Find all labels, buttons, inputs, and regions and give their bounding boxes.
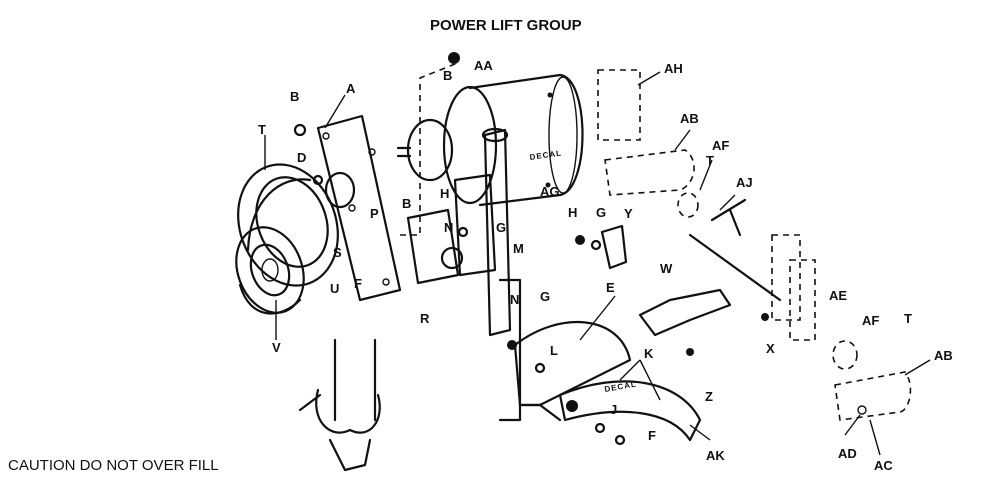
label-g2: G <box>596 205 606 220</box>
part-labels: AA AH A T B B AB AF T AJ D AG H P B N H … <box>258 58 953 473</box>
label-b3: B <box>402 196 411 211</box>
label-ak: AK <box>706 448 725 463</box>
label-a: A <box>346 81 356 96</box>
support-arm <box>498 278 522 422</box>
label-d: D <box>297 150 306 165</box>
label-s: S <box>333 245 342 260</box>
decal-motor: DECAL <box>529 149 562 162</box>
label-m: M <box>513 241 524 256</box>
caution-note: CAUTION DO NOT OVER FILL <box>8 457 219 474</box>
label-n1: N <box>444 220 453 235</box>
label-aj: AJ <box>736 175 753 190</box>
label-ab2: AB <box>934 348 953 363</box>
label-ah: AH <box>664 61 683 76</box>
label-k: K <box>644 346 654 361</box>
label-t2: T <box>706 153 714 168</box>
label-z: Z <box>705 389 713 404</box>
rockshaft-linkage <box>597 69 912 421</box>
motor-assembly: DECAL <box>396 73 584 207</box>
label-t3: T <box>904 311 912 326</box>
label-af1: AF <box>712 138 729 153</box>
label-g1: G <box>496 220 506 235</box>
label-u: U <box>330 281 339 296</box>
tractor-view <box>298 338 381 472</box>
valve-block <box>453 127 512 337</box>
label-f1: F <box>354 276 362 291</box>
label-ae: AE <box>829 288 847 303</box>
hydraulic-line <box>400 61 461 236</box>
label-ac: AC <box>874 458 893 473</box>
mounting-plate <box>316 114 402 302</box>
label-v: V <box>272 340 281 355</box>
label-x: X <box>766 341 775 356</box>
label-l: L <box>550 343 558 358</box>
label-n2: N <box>510 292 519 307</box>
label-aa: AA <box>474 58 493 73</box>
label-g3: G <box>540 289 550 304</box>
lift-arm <box>558 380 702 442</box>
label-af2: AF <box>862 313 879 328</box>
pulley-assembly <box>235 163 339 315</box>
label-ab1: AB <box>680 111 699 126</box>
label-j: J <box>610 402 617 417</box>
label-h2: H <box>568 205 577 220</box>
label-y: Y <box>624 206 633 221</box>
label-w: W <box>660 261 673 276</box>
bracket-w <box>638 288 732 337</box>
label-ad: AD <box>838 446 857 461</box>
label-b1: B <box>290 89 299 104</box>
hardware-items <box>293 52 769 446</box>
pump <box>406 208 464 285</box>
label-h1: H <box>440 186 449 201</box>
label-ag: AG <box>540 184 560 199</box>
diagram-title: POWER LIFT GROUP <box>430 17 582 34</box>
label-e: E <box>606 280 615 295</box>
label-t1: T <box>258 122 266 137</box>
label-b2: B <box>443 68 452 83</box>
label-p: P <box>370 206 379 221</box>
label-r: R <box>420 311 430 326</box>
leader-lines <box>264 71 931 456</box>
label-f2: F <box>648 428 656 443</box>
